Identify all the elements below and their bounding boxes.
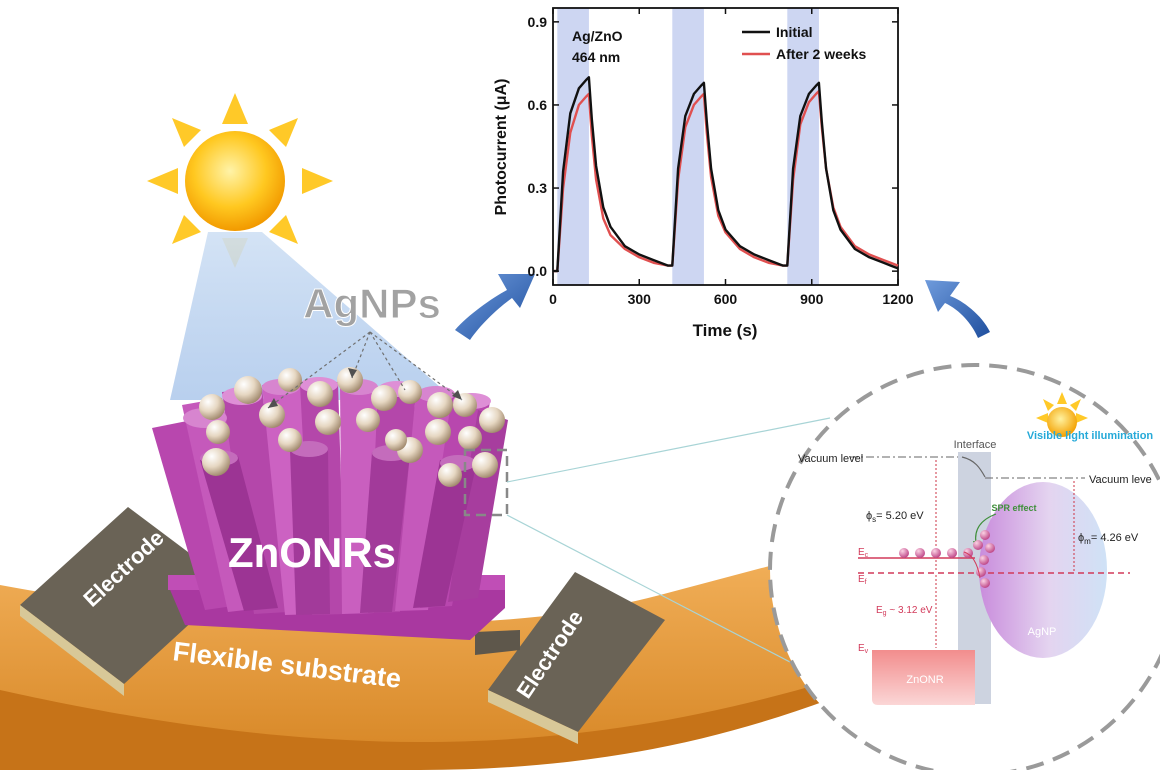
znonrs-label: ZnONRs bbox=[228, 529, 396, 576]
vacuum-right-label: Vacuum leve bbox=[1089, 474, 1152, 486]
arrow-right-icon bbox=[925, 280, 990, 338]
device-base bbox=[0, 507, 1010, 770]
electrode-right-pad bbox=[488, 572, 665, 732]
series-line-0 bbox=[553, 76, 899, 273]
x-tick-label-2: 600 bbox=[714, 291, 738, 307]
phi-m-label: ϕm= 4.26 eV bbox=[1078, 532, 1139, 546]
chart-axes: 0 300 600 900 1200 0.0 0.3 0.6 0.9 bbox=[528, 8, 914, 307]
legend-label-1: After 2 weeks bbox=[776, 46, 866, 62]
illumination-window-2 bbox=[787, 8, 819, 285]
electrons bbox=[899, 530, 995, 588]
spr-label: SPR effect bbox=[991, 503, 1036, 513]
x-tick-label-4: 1200 bbox=[882, 291, 913, 307]
y-tick-label-3: 0.9 bbox=[528, 14, 548, 30]
ev-label: Ev bbox=[858, 643, 869, 655]
y-tick-label-2: 0.6 bbox=[528, 97, 548, 113]
zoom-selection-box bbox=[463, 448, 509, 517]
band-title: Visible light illumination bbox=[1027, 430, 1154, 442]
chart-annotation-1: Ag/ZnO bbox=[572, 28, 623, 44]
phi-s-label: ϕs= 5.20 eV bbox=[866, 510, 924, 524]
eg-label: Eg ~ 3.12 eV bbox=[876, 605, 933, 617]
interface-label: Interface bbox=[954, 439, 997, 451]
x-tick-label-0: 0 bbox=[549, 291, 557, 307]
ag-nanoparticles bbox=[199, 367, 505, 487]
band-diagram: Visible light illumination Interface AgN… bbox=[768, 363, 1160, 775]
light-beam bbox=[170, 232, 455, 400]
y-tick-label-0: 0.0 bbox=[528, 263, 548, 279]
znonrs-bundle bbox=[152, 377, 508, 640]
znonr-block bbox=[872, 650, 975, 705]
y-tick-label-1: 0.3 bbox=[528, 180, 548, 196]
agnp-label: AgNP bbox=[1028, 626, 1057, 638]
agnps-pointer-lines bbox=[267, 331, 463, 409]
arrow-left-icon bbox=[455, 274, 535, 340]
ec-label: Ec bbox=[858, 547, 869, 559]
sun-icon bbox=[147, 93, 333, 268]
agnp-ellipse bbox=[979, 482, 1107, 658]
ef-label: Ef bbox=[858, 574, 867, 586]
illumination-windows bbox=[557, 8, 819, 285]
y-axis-label: Photocurrent (μA) bbox=[493, 79, 510, 216]
electrode-left-pad bbox=[20, 507, 232, 684]
series-line-1 bbox=[553, 89, 899, 273]
legend-label-0: Initial bbox=[776, 24, 813, 40]
znonr-label: ZnONR bbox=[906, 674, 943, 686]
illumination-window-1 bbox=[672, 8, 704, 285]
x-axis-label: Time (s) bbox=[693, 321, 758, 340]
small-sun-icon bbox=[1036, 392, 1088, 437]
chart-annotation-2: 464 nm bbox=[572, 49, 620, 65]
chart-series bbox=[553, 76, 899, 273]
illumination-window-0 bbox=[557, 8, 589, 285]
agnps-label: AgNPs bbox=[303, 280, 441, 327]
x-tick-label-1: 300 bbox=[628, 291, 652, 307]
x-tick-label-3: 900 bbox=[800, 291, 824, 307]
vacuum-left-label: Vacuum level bbox=[798, 453, 863, 465]
photocurrent-chart: 0 300 600 900 1200 0.0 0.3 0.6 0.9 Ag/ZnO 464 nm… bbox=[493, 7, 914, 340]
